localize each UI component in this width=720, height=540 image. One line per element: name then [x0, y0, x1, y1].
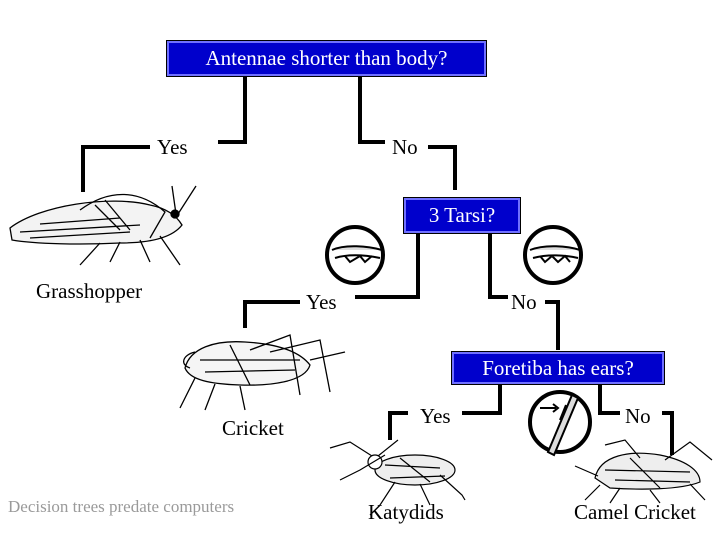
connector-no-to-camel-cricket [662, 411, 674, 455]
connector-q1-yes [218, 72, 247, 144]
q1-yes-label: Yes [157, 135, 188, 159]
connector-no-to-q2 [428, 145, 457, 190]
tree-connectors [81, 72, 674, 455]
tarsi-icon-right [523, 225, 583, 285]
question-antennae-box: Antennae shorter than body? [166, 40, 487, 77]
leaf-katydids-label: Katydids [368, 500, 444, 524]
q2-no-label: No [511, 290, 537, 314]
q1-no-label: No [392, 135, 418, 159]
connector-q3-yes [462, 380, 502, 415]
slide-caption: Decision trees predate computers [8, 497, 235, 516]
connector-yes-to-cricket [243, 300, 300, 328]
leaf-grasshopper-label: Grasshopper [36, 279, 143, 303]
connector-yes-to-grasshopper [81, 145, 150, 192]
grasshopper-illustration [9, 185, 197, 266]
question-tarsi-box: 3 Tarsi? [403, 197, 521, 234]
cricket-illustration [179, 334, 346, 411]
q3-yes-label: Yes [420, 404, 451, 428]
camel-cricket-illustration [574, 439, 713, 504]
question-foretibia-box: Foretiba has ears? [451, 351, 665, 385]
connector-q2-yes [355, 230, 420, 299]
q3-no-label: No [625, 404, 651, 428]
leaf-cricket-label: Cricket [222, 416, 284, 440]
connector-q1-no [358, 72, 385, 144]
q2-yes-label: Yes [306, 290, 337, 314]
connector-q2-no [488, 230, 508, 299]
connector-no-to-q3 [545, 300, 560, 350]
connector-q3-no [598, 380, 620, 415]
foretibia-ear-icon [528, 390, 592, 457]
katydid-illustration [329, 439, 466, 516]
tarsi-icon-left [325, 225, 385, 285]
leaf-camel-cricket-label: Camel Cricket [574, 500, 696, 524]
connector-yes-to-katydids [388, 411, 408, 440]
